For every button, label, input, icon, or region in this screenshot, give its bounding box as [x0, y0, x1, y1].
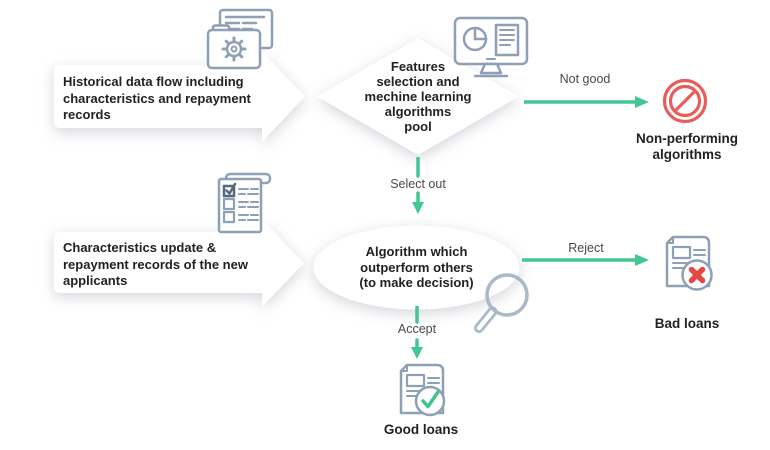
select-out-arrow [412, 157, 424, 214]
accept-arrow [411, 306, 423, 359]
features-diamond-shape [317, 38, 519, 155]
algorithm-ellipse-label: Algorithm which outperform others (to ma… [339, 244, 494, 291]
accept-label: Accept [397, 322, 437, 336]
bad-loans-caption: Bad loans [654, 316, 720, 331]
algorithm-ellipse-shape [313, 225, 520, 310]
text-line: repayment records of the new [63, 256, 248, 272]
text-line: Algorithm which [365, 244, 468, 259]
text-line: Historical data flow including [63, 74, 244, 89]
document-x-icon [665, 235, 713, 291]
not-good-arrow [524, 96, 649, 108]
text-line: characteristics and repayment [63, 90, 251, 106]
text-line: Non-performing [636, 131, 738, 146]
applicants-box-label: Characteristics update & repayment recor… [63, 240, 268, 290]
historical-box-label: Historical data flow including character… [63, 74, 268, 124]
text-line: pool [404, 119, 432, 134]
magnifier-icon [474, 273, 529, 333]
applicants-box-shape [54, 219, 304, 307]
text-line: algorithms [384, 104, 452, 119]
document-check-icon [399, 363, 446, 417]
reject-arrow [522, 254, 649, 266]
good-loans-caption: Good loans [383, 422, 459, 437]
non-performing-caption: Non-performing algorithms [617, 131, 757, 162]
text-line: Features [390, 59, 446, 74]
select-out-label: Select out [390, 177, 446, 191]
text-line: applicants [63, 273, 128, 288]
reject-label: Reject [568, 241, 604, 255]
features-diamond-label: Features selection and mechine learning … [344, 59, 492, 134]
text-line: outperform others [360, 259, 473, 275]
not-good-label: Not good [559, 72, 611, 86]
checklist-icon [217, 172, 272, 234]
text-line: algorithms [652, 146, 722, 162]
folder-gear-icon [206, 8, 274, 70]
historical-box-shape [54, 51, 305, 142]
monitor-chart-icon [453, 16, 529, 78]
text-line: records [63, 107, 111, 122]
text-line: (to make decision) [359, 275, 474, 290]
text-line: Characteristics update & [63, 240, 217, 255]
text-line: mechine learning [364, 89, 472, 104]
text-line: selection and [376, 74, 460, 89]
no-entry-icon [662, 78, 708, 124]
